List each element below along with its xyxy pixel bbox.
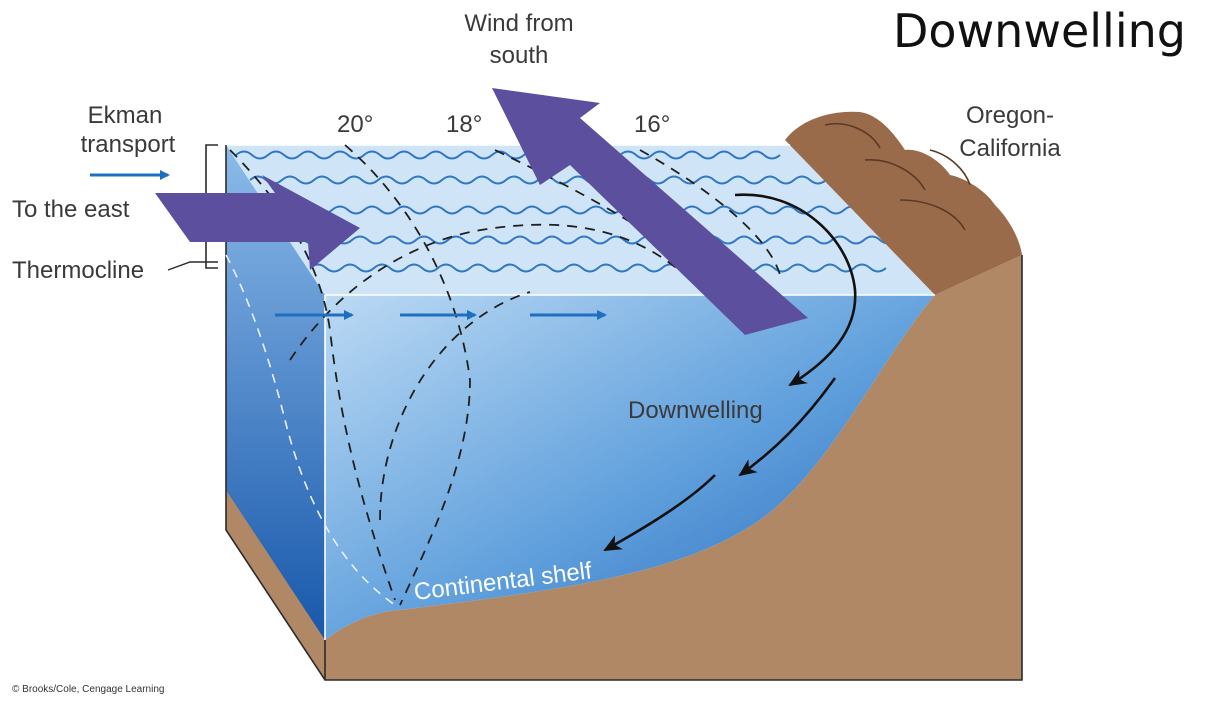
temp-20-label: 20° bbox=[337, 111, 373, 138]
continental-slope-land bbox=[325, 255, 1022, 680]
temp-16-label: 16° bbox=[634, 111, 670, 138]
coast-label-line1: Oregon- bbox=[966, 102, 1054, 129]
downwelling-arrows bbox=[603, 193, 857, 552]
to-east-label: To the east bbox=[12, 196, 130, 223]
downwelling-label: Downwelling bbox=[628, 397, 763, 424]
temp-18-label: 18° bbox=[446, 111, 482, 138]
block-edges bbox=[226, 144, 935, 640]
thermocline-boundary bbox=[225, 254, 396, 606]
water-left-face bbox=[226, 145, 325, 680]
coast-label-line2: California bbox=[959, 135, 1061, 162]
block-outline bbox=[225, 145, 1023, 681]
wind-label-line2: south bbox=[490, 42, 549, 69]
credit-label: © Brooks/Cole, Cengage Learning bbox=[12, 684, 164, 695]
ekman-label-line1: Ekman bbox=[88, 102, 163, 129]
water-front-face bbox=[325, 295, 935, 640]
ekman-label-line2: transport bbox=[81, 131, 176, 158]
wind-label-line1: Wind from bbox=[464, 10, 573, 37]
coastal-hills bbox=[785, 111, 1022, 295]
thermocline-label: Thermocline bbox=[12, 257, 144, 284]
ekman-east-arrow bbox=[155, 175, 360, 270]
hill-contours bbox=[824, 123, 971, 231]
seafloor-left-strip bbox=[226, 490, 325, 680]
surface-waves bbox=[235, 150, 897, 273]
thermocline-leader bbox=[167, 261, 218, 271]
page-title: Downwelling bbox=[893, 4, 1186, 58]
wind-arrow bbox=[492, 88, 808, 335]
